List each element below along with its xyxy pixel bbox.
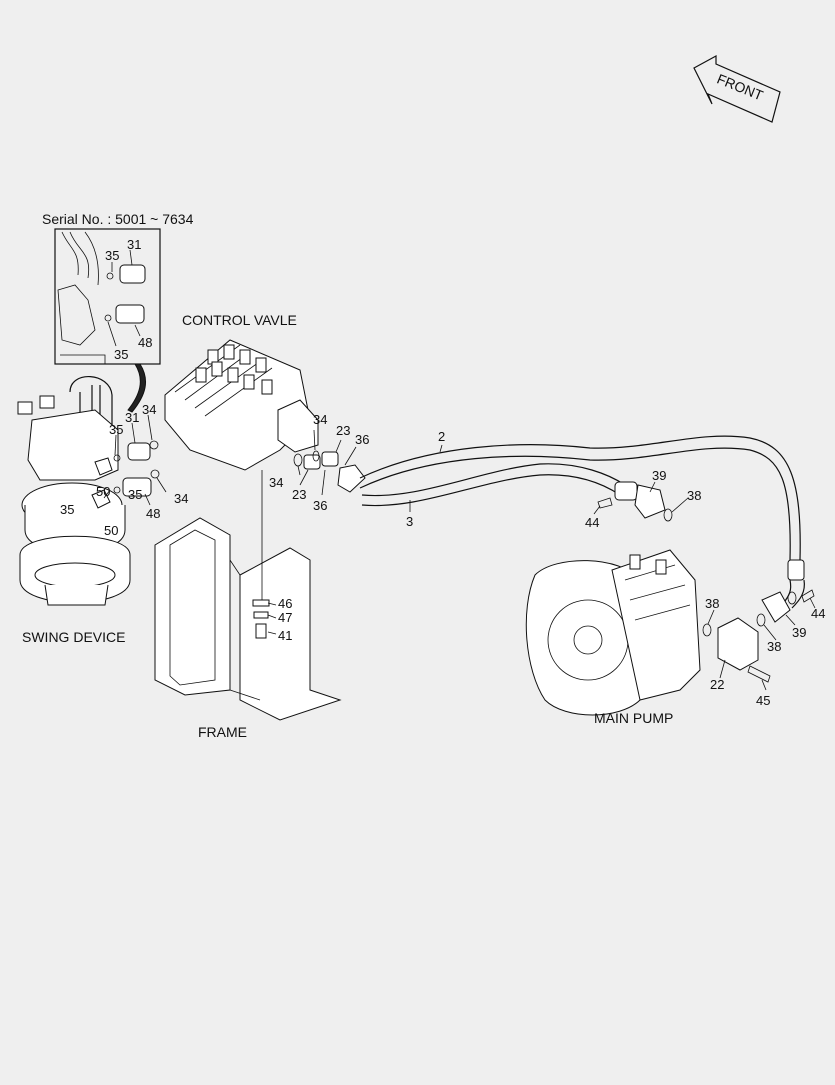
callout-35a: 35: [109, 422, 124, 437]
callout-46: 46: [278, 596, 293, 611]
lower-flange: [702, 589, 815, 683]
hoses: [359, 435, 805, 609]
callout-36a: 36: [355, 432, 370, 447]
leader-lines: [103, 414, 816, 691]
callout-38c: 38: [767, 639, 782, 654]
callout-38a: 38: [687, 488, 702, 503]
upper-flange: [597, 481, 673, 522]
callout-34c: 34: [313, 412, 328, 427]
callout-22: 22: [710, 677, 725, 692]
callout-inset-35b: 35: [114, 347, 129, 362]
frame-title: FRAME: [198, 724, 247, 740]
callout-34a: 34: [142, 402, 157, 417]
control-valve-drawing: [164, 339, 319, 471]
callout-39b: 39: [792, 625, 807, 640]
control-valve-title: CONTROL VAVLE: [182, 312, 297, 328]
callout-45: 45: [756, 693, 771, 708]
valve-fittings: [293, 450, 366, 493]
callout-41: 41: [278, 628, 293, 643]
callout-38b: 38: [705, 596, 720, 611]
callout-3: 3: [406, 514, 414, 529]
inset-box: [54, 228, 161, 365]
callout-50a: 50: [96, 484, 111, 499]
main-pump-title: MAIN PUMP: [594, 710, 674, 726]
callout-35b: 35: [128, 487, 143, 502]
callout-48: 48: [146, 506, 161, 521]
callout-2: 2: [438, 429, 446, 444]
callout-50b: 50: [104, 523, 119, 538]
callout-47: 47: [278, 610, 293, 625]
callout-inset-35a: 35: [105, 248, 120, 263]
callout-36b: 36: [313, 498, 328, 513]
front-arrow-icon: [693, 54, 781, 123]
inset-serial-label: Serial No. : 5001 ~ 7634: [42, 211, 194, 227]
callout-23a: 23: [336, 423, 351, 438]
callout-39a: 39: [652, 468, 667, 483]
callout-inset-48: 48: [138, 335, 153, 350]
callout-44a: 44: [585, 515, 600, 530]
frame-drawing: [154, 470, 342, 721]
callout-35c: 35: [60, 502, 75, 517]
callout-23b: 23: [292, 487, 307, 502]
swing-device-drawing: [17, 376, 131, 606]
swing-device-title: SWING DEVICE: [22, 629, 126, 645]
callout-31: 31: [125, 410, 140, 425]
main-pump-drawing: [525, 549, 701, 716]
callout-inset-31: 31: [127, 237, 142, 252]
callout-34b: 34: [174, 491, 189, 506]
callout-34d: 34: [269, 475, 284, 490]
swing-fittings: [91, 440, 160, 509]
callout-44b: 44: [811, 606, 826, 621]
